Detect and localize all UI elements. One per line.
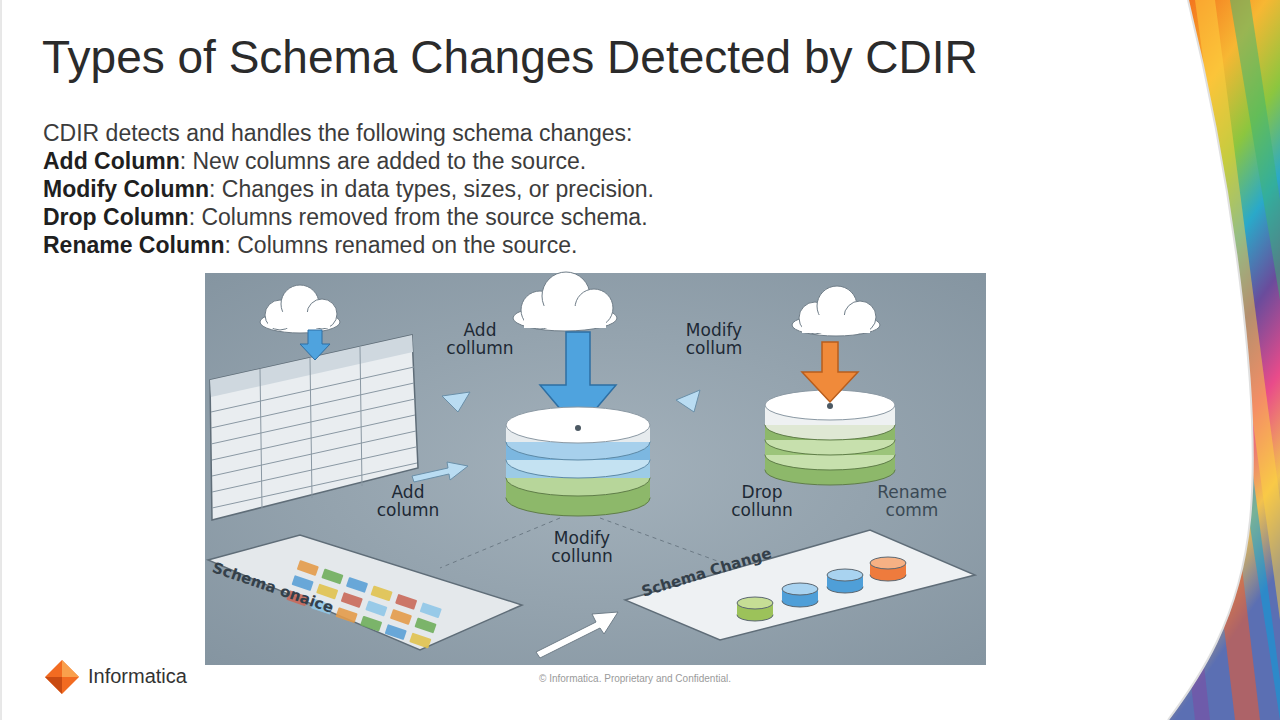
- cyl-part: [870, 557, 906, 569]
- mini-cylinder: [827, 569, 863, 593]
- illustration-label: Add column: [358, 484, 458, 520]
- tile-square: [341, 592, 363, 608]
- dashed-line: [600, 518, 720, 562]
- cyl-part: [827, 403, 833, 409]
- informatica-logo-mark: [45, 660, 79, 694]
- tile-square: [420, 602, 442, 618]
- tile-square: [390, 609, 412, 625]
- pointer: [442, 392, 470, 412]
- text-line: Rename Column: Columns renamed on the so…: [43, 231, 577, 259]
- table-line: [310, 358, 312, 498]
- mini-cylinder: [782, 583, 818, 607]
- term-name: Rename Column: [43, 232, 224, 258]
- tile-shape: [208, 535, 522, 650]
- logo-facet: [45, 677, 62, 694]
- dashed-line: [440, 518, 560, 568]
- illustration-label: Modify collum: [659, 322, 769, 358]
- tile-shape: [625, 530, 975, 640]
- mini-cylinder: [737, 597, 773, 621]
- cyl-part: [575, 425, 581, 431]
- pointer: [676, 390, 700, 412]
- cloud-part: [792, 314, 880, 336]
- tile-square: [297, 560, 319, 576]
- term-text: CDIR detects and handles the following s…: [43, 120, 632, 146]
- cyl-part: [782, 583, 818, 595]
- illustration: [205, 272, 986, 665]
- cyl-part: [506, 407, 650, 443]
- tile-square: [360, 616, 382, 632]
- cloud-part: [524, 306, 606, 328]
- term-name: Add Column: [43, 148, 180, 174]
- logo-text: Informatica: [88, 665, 187, 688]
- term-text: : Changes in data types, sizes, or preci…: [209, 176, 654, 202]
- illustration-label: Modify collunn: [527, 530, 637, 566]
- cloud-part: [268, 312, 330, 328]
- text-line: Drop Column: Columns removed from the so…: [43, 203, 648, 231]
- tile-square: [346, 577, 368, 593]
- illustration-bg: [205, 273, 986, 665]
- tile-outline: [205, 530, 525, 655]
- illustration-label: Add collumn: [430, 322, 530, 358]
- cloud: [792, 286, 880, 336]
- panel-edge: [1168, 0, 1253, 720]
- schema-tile: Schema onaice: [205, 530, 525, 655]
- text-line: Add Column: New columns are added to the…: [43, 147, 586, 175]
- cloud-part: [513, 305, 617, 331]
- tile-square: [321, 568, 343, 584]
- tile-square: [365, 601, 387, 617]
- cloud-part: [260, 311, 340, 333]
- table-sheet: [210, 335, 418, 520]
- tile-square: [395, 594, 417, 610]
- logo-diamond: [45, 660, 79, 694]
- logo-facet: [62, 660, 79, 677]
- white-panel: [0, 0, 1253, 720]
- slide-border: [1, 0, 2, 720]
- pointer-arrow: [412, 462, 468, 482]
- cloud-part: [802, 315, 870, 333]
- term-text: : Columns removed from the source schema…: [189, 204, 648, 230]
- text-line: CDIR detects and handles the following s…: [43, 119, 632, 147]
- illustration-label: Drop collunn: [712, 484, 812, 520]
- term-name: Modify Column: [43, 176, 209, 202]
- slide-title: Types of Schema Changes Detected by CDIR: [42, 30, 978, 84]
- tile-square: [335, 607, 357, 623]
- cloud: [260, 285, 340, 333]
- tile-square: [370, 585, 392, 601]
- mini-cylinder: [870, 557, 906, 581]
- term-text: : Columns renamed on the source.: [224, 232, 577, 258]
- small-arrow: [300, 330, 330, 360]
- orange-arrow: [802, 342, 858, 402]
- copyright-note: © Informatica. Proprietary and Confident…: [505, 673, 765, 684]
- term-name: Drop Column: [43, 204, 189, 230]
- table-line: [360, 347, 362, 486]
- illustration-label: Rename comm: [857, 484, 967, 520]
- tile-square: [385, 624, 407, 640]
- schema-tile: Schema Change: [620, 525, 980, 645]
- tile-square: [409, 633, 431, 649]
- cyl-part: [737, 597, 773, 609]
- term-text: : New columns are added to the source.: [180, 148, 587, 174]
- right-cylinder: [765, 390, 895, 485]
- stripe: [1230, 0, 1280, 300]
- schema-table: [210, 335, 418, 520]
- text-line: Modify Column: Changes in data types, si…: [43, 175, 654, 203]
- cloud: [513, 272, 617, 331]
- central-cylinder: [506, 407, 650, 516]
- white-arrow: [536, 612, 618, 658]
- table-line: [260, 369, 262, 509]
- tile-square: [414, 617, 436, 633]
- cyl-part: [827, 569, 863, 581]
